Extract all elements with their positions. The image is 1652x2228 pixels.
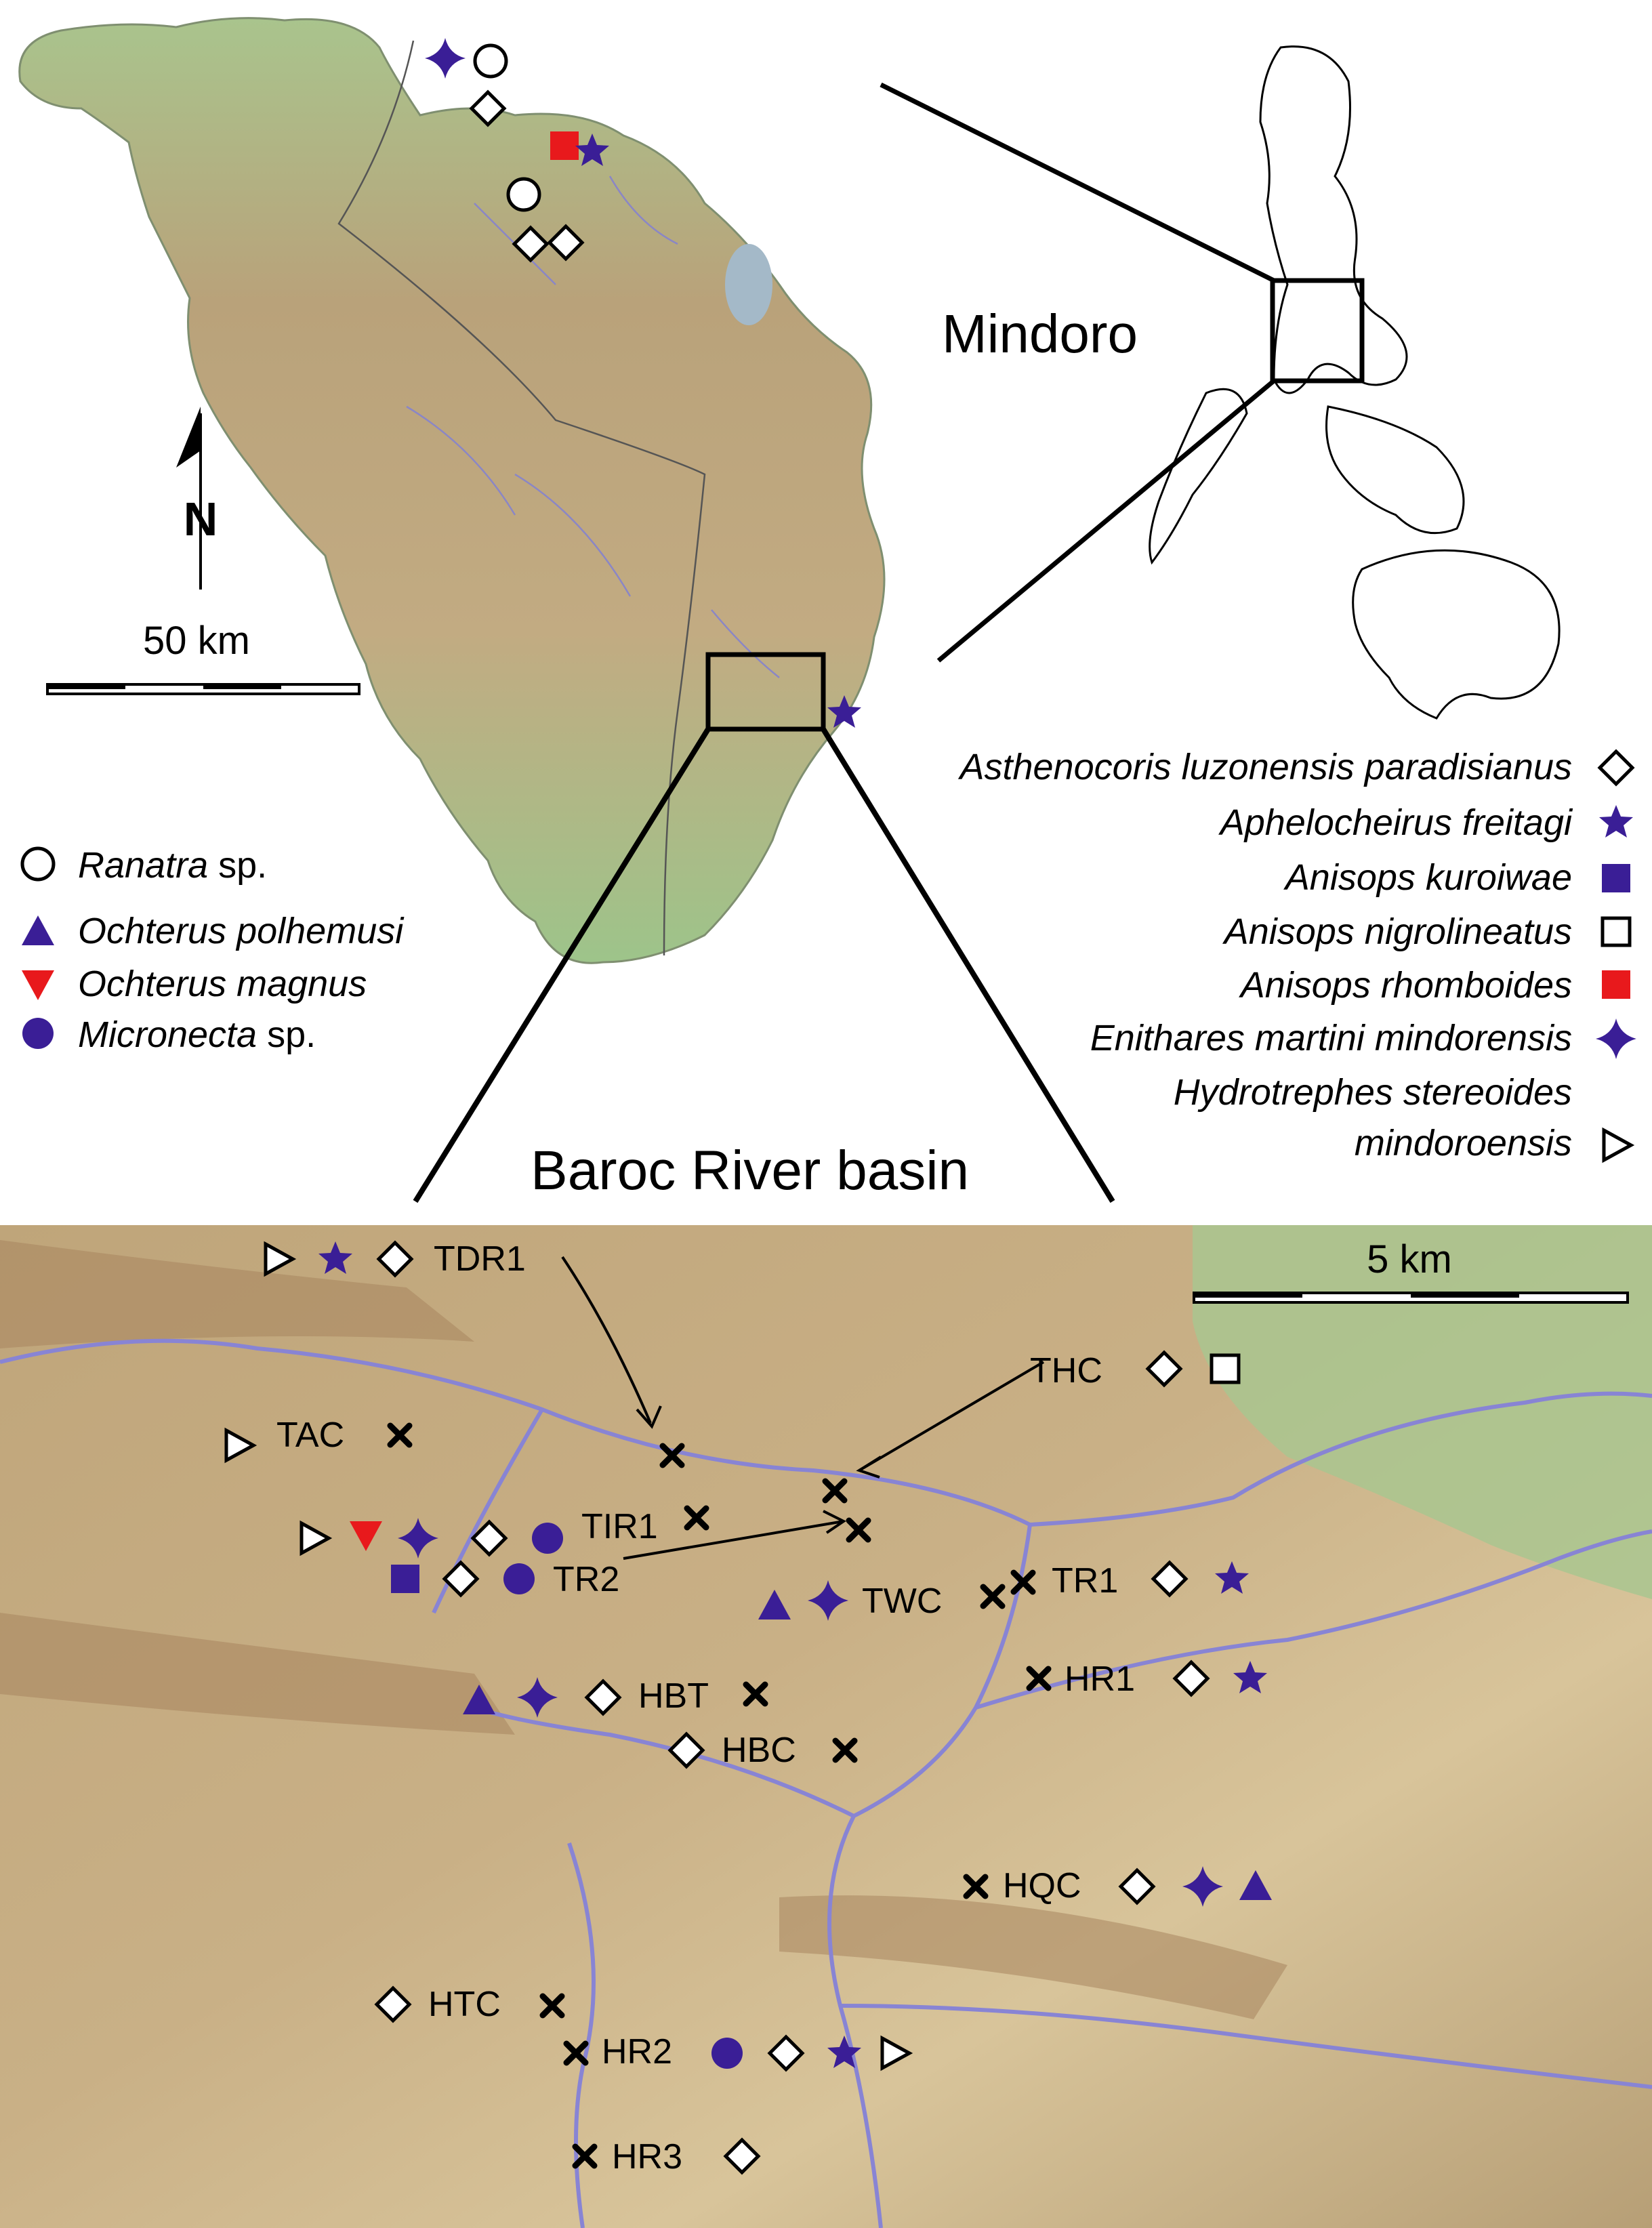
- site-label: TR1: [1052, 1561, 1118, 1601]
- site-label: HQC: [1003, 1866, 1081, 1905]
- site-label: TDR1: [434, 1239, 526, 1279]
- mindoro-landmass: [18, 17, 886, 964]
- zoom-line-left: [413, 727, 711, 1203]
- site-label: HR1: [1065, 1659, 1135, 1699]
- site-label: TIR1: [581, 1507, 658, 1546]
- species-marker: [391, 1565, 419, 1593]
- ranatra-marker: [508, 179, 539, 210]
- legend-anisops-rhomboides: Anisops rhomboides: [1239, 965, 1572, 1006]
- north-label: N: [184, 493, 218, 545]
- enithares-marker: [425, 38, 466, 79]
- scale-bar-top: 50 km: [46, 619, 360, 695]
- legend-hydrotrephes-2: mindoroensis: [1355, 1123, 1572, 1163]
- mindanao-outline: [1352, 549, 1561, 720]
- mindoro-label: Mindoro: [942, 304, 1138, 364]
- species-marker: [711, 2038, 743, 2069]
- zoom-line-right: [821, 727, 1115, 1203]
- baroc-inset-box: [705, 652, 826, 732]
- site-label: HTC: [428, 1985, 501, 2024]
- scale-bottom-label: 5 km: [1367, 1237, 1452, 1281]
- luzon-outline: [1259, 45, 1408, 394]
- scale-bar-bottom: 5 km: [1193, 1237, 1629, 1304]
- legend-micronecta: Micronecta sp.: [78, 1014, 316, 1055]
- lake-naujan: [725, 244, 772, 325]
- ranatra-marker: [475, 45, 506, 77]
- site-label: TAC: [276, 1416, 344, 1455]
- site-label: HBT: [638, 1676, 709, 1716]
- anisops-rhomboides-marker: [550, 131, 579, 160]
- species-marker: [1212, 1355, 1239, 1382]
- mindoro-inset-box: [1270, 278, 1365, 384]
- legend-hydrotrephes: Hydrotrephes stereoides: [1174, 1072, 1572, 1113]
- species-marker: [532, 1523, 563, 1554]
- legend-anisops-nigrolineatus: Anisops nigrolineatus: [1222, 911, 1572, 952]
- site-label: HR3: [612, 2137, 682, 2177]
- legend-asthenocoris: Asthenocoris luzonensis paradisianus: [957, 747, 1572, 787]
- visayas-outline: [1325, 405, 1465, 535]
- site-label: THC: [1030, 1351, 1102, 1390]
- north-arrow: N: [176, 407, 218, 590]
- mindoro-island-map: [18, 17, 886, 964]
- legend-aphelocheirus: Aphelocheirus freitagi: [1218, 802, 1573, 843]
- site-label: TR2: [553, 1560, 619, 1599]
- legend-left: Ranatra sp. Ochterus polhemusi Ochterus …: [22, 845, 405, 1055]
- provincial-boundary: [337, 40, 706, 956]
- legend-right: Asthenocoris luzonensis paradisianus Aph…: [957, 747, 1636, 1163]
- legend-ochterus-polhemusi: Ochterus polhemusi: [78, 911, 405, 951]
- dark-ridges: [0, 1240, 1287, 2019]
- basin-title: Baroc River basin: [531, 1140, 969, 1201]
- basin-map: 5 km: [0, 1225, 1652, 2228]
- site-arrows: [561, 1256, 1045, 1560]
- legend-ranatra: Ranatra sp.: [78, 845, 267, 886]
- site-label: TWC: [862, 1582, 942, 1621]
- site-label: HR2: [602, 2032, 672, 2071]
- legend-enithares: Enithares martini mindorensis: [1090, 1018, 1572, 1058]
- site-label: HBC: [722, 1731, 796, 1770]
- legend-anisops-kuroiwae: Anisops kuroiwae: [1283, 857, 1572, 898]
- scale-top-label: 50 km: [143, 619, 250, 663]
- palawan-outline: [1149, 388, 1248, 565]
- legend-ochterus-magnus: Ochterus magnus: [78, 964, 367, 1004]
- species-marker: [503, 1563, 535, 1594]
- philippines-inset: Mindoro: [880, 45, 1561, 720]
- lowland-east: [1193, 1225, 1652, 1599]
